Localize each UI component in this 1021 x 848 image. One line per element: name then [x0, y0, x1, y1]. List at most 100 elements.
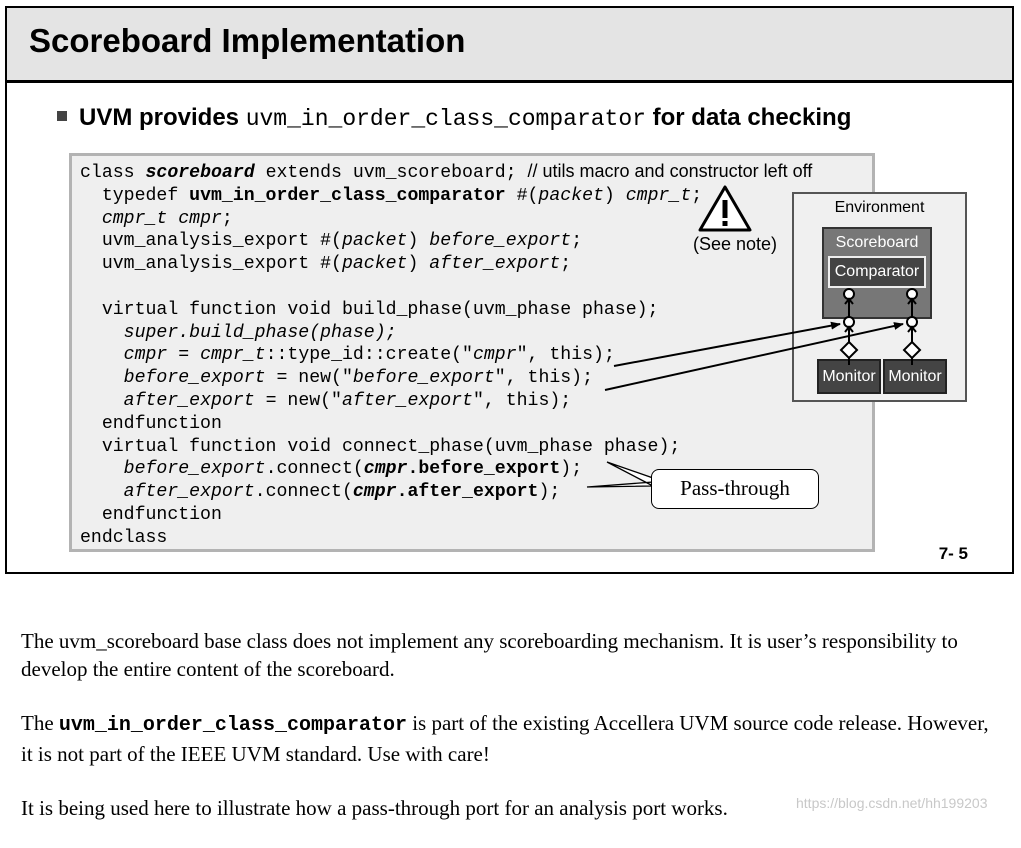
code-line: typedef uvm_in_order_class_comparator #(…	[80, 186, 702, 206]
code-token: = new("	[254, 390, 342, 411]
code-token: )	[407, 254, 430, 275]
bullet-prefix: UVM provides	[79, 104, 246, 131]
code-token: )	[407, 231, 430, 252]
code-token: .connect(	[254, 482, 353, 503]
watermark: https://blog.csdn.net/hh199203	[796, 795, 988, 811]
slide-title: Scoreboard Implementation	[29, 22, 466, 59]
code-token: = new("	[265, 368, 353, 389]
note-paragraph-1: The uvm_scoreboard base class does not i…	[21, 629, 958, 681]
code-token: virtual function void build_phase(uvm_ph…	[80, 299, 659, 320]
note-p2-prefix: The	[21, 711, 59, 735]
code-token: ;	[221, 208, 233, 229]
code-token	[80, 323, 124, 343]
code-token: after_export	[123, 390, 255, 411]
code-token: uvm_analysis_export #(	[80, 231, 342, 252]
code-token: ::type_id::create("	[265, 345, 473, 366]
code-token: uvm_analysis_export #(	[80, 254, 342, 275]
code-token: // utils macro and constructor left off	[527, 161, 813, 181]
code-token: packet	[538, 185, 604, 206]
bullet-square-icon	[57, 110, 67, 121]
bullet-point: UVM provides uvm_in_order_class_comparat…	[57, 104, 851, 132]
code-token: cmpr	[352, 482, 397, 503]
code-line: endfunction	[80, 414, 222, 434]
code-token: virtual function void connect_phase(uvm_…	[80, 436, 681, 457]
code-token: scoreboard	[145, 163, 255, 183]
code-token: extends uvm_scoreboard;	[254, 163, 528, 183]
code-token: before_export	[123, 368, 266, 389]
code-token: packet	[341, 231, 408, 252]
code-token: after_export	[341, 390, 473, 411]
code-token: typedef	[80, 185, 190, 206]
monitor-left: Monitor	[817, 359, 881, 394]
code-token	[80, 209, 102, 229]
code-token: .before_export	[407, 459, 561, 480]
code-token: before_export	[123, 459, 266, 480]
bullet-code: uvm_in_order_class_comparator	[245, 106, 646, 132]
code-token: #(	[505, 185, 539, 206]
page-number: 7- 5	[938, 544, 968, 563]
code-token: endfunction	[80, 504, 222, 525]
code-line: endclass	[80, 528, 167, 548]
code-token: before_export	[429, 231, 572, 252]
code-token: ;	[560, 254, 572, 275]
code-token: );	[560, 459, 583, 480]
environment-diagram: Environment Scoreboard Comparator Monito…	[792, 192, 967, 402]
code-token: after_export	[429, 254, 561, 275]
code-token: ;	[691, 185, 703, 206]
code-token: cmpr_t	[200, 345, 266, 366]
code-token: cmpr	[363, 459, 408, 480]
code-token: class	[80, 163, 146, 183]
title-bar: Scoreboard Implementation	[7, 8, 1012, 83]
code-token: cmpr	[472, 345, 517, 366]
code-token	[80, 391, 124, 411]
code-token: cmpr_t cmpr	[101, 208, 222, 229]
code-line: uvm_analysis_export #(packet) after_expo…	[80, 254, 571, 274]
code-text: class scoreboard extends uvm_scoreboard;…	[80, 160, 812, 550]
code-token	[80, 482, 124, 502]
note-paragraph-3: It is being used here to illustrate how …	[21, 796, 728, 820]
code-token	[80, 459, 124, 479]
scoreboard-box: Scoreboard Comparator	[822, 227, 932, 319]
code-line: virtual function void build_phase(uvm_ph…	[80, 299, 659, 320]
code-line: virtual function void connect_phase(uvm_…	[80, 437, 680, 457]
code-line: before_export = new("before_export", thi…	[80, 368, 593, 388]
code-token: endclass	[80, 527, 168, 548]
code-token: cmpr	[123, 345, 168, 366]
code-line: after_export = new("after_export", this)…	[80, 390, 572, 411]
code-token: ", this);	[516, 345, 615, 366]
code-line: before_export.connect(cmpr.before_export…	[80, 459, 582, 479]
warning-icon	[698, 185, 752, 232]
code-token: after_export	[123, 482, 255, 503]
see-note-label: (See note)	[693, 234, 778, 254]
code-token: )	[603, 185, 626, 206]
code-token: uvm_in_order_class_comparator	[189, 185, 506, 206]
bullet-suffix: for data checking	[645, 104, 852, 131]
code-token: ", this);	[472, 390, 572, 411]
pass-through-callout: Pass-through	[651, 469, 819, 509]
code-line: endfunction	[80, 505, 222, 525]
code-token: endfunction	[80, 413, 222, 434]
code-line: after_export.connect(cmpr.after_export);	[80, 482, 561, 503]
code-line: uvm_analysis_export #(packet) before_exp…	[80, 231, 582, 251]
code-token: before_export	[352, 368, 495, 389]
code-line: class scoreboard extends uvm_scoreboard;…	[80, 161, 813, 183]
note-paragraph-2: The uvm_in_order_class_comparator is par…	[21, 709, 1001, 768]
code-token: ", this);	[494, 368, 594, 389]
comparator-box: Comparator	[828, 256, 926, 288]
note-p2-suffix: is part of the existing Accellera UVM so…	[21, 711, 989, 766]
code-line: cmpr = cmpr_t::type_id::create("cmpr", t…	[80, 345, 615, 365]
code-token: .connect(	[265, 459, 364, 480]
code-token: super.build_phase(phase);	[123, 322, 397, 343]
code-line: cmpr_t cmpr;	[80, 209, 233, 229]
code-token: =	[167, 345, 201, 366]
code-token: packet	[341, 254, 408, 275]
code-line: super.build_phase(phase);	[80, 323, 397, 343]
monitor-right: Monitor	[883, 359, 947, 394]
note-p2-code: uvm_in_order_class_comparator	[58, 714, 407, 737]
code-token	[80, 345, 124, 365]
code-token: );	[538, 482, 561, 503]
code-token: ;	[571, 231, 583, 252]
code-token: .after_export	[396, 482, 539, 503]
code-token: cmpr_t	[625, 185, 692, 206]
slide: Scoreboard Implementation UVM provides u…	[5, 6, 1014, 574]
